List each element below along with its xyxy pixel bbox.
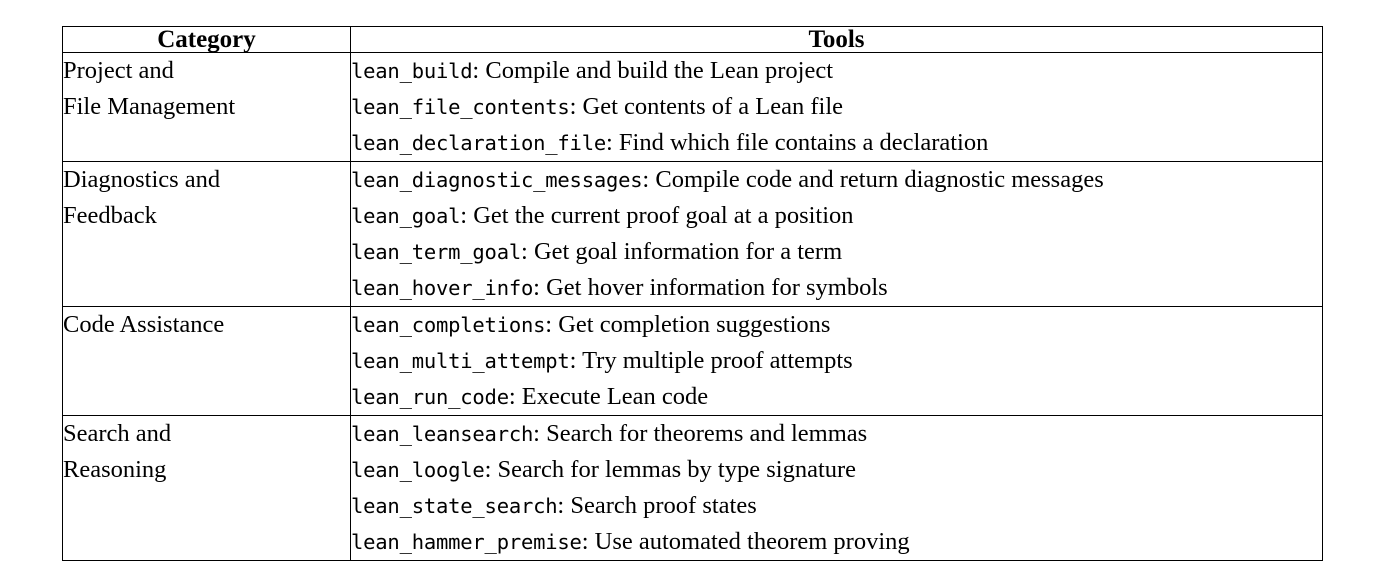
category-label: Search and [63,420,172,447]
header-row: Category Tools [62,26,1323,53]
category-label: File Management [63,93,236,120]
tool-description: Search for theorems and lemmas [546,420,868,447]
category-label: Code Assistance [63,311,225,338]
tool-separator: : [533,274,547,301]
tool-name: lean_term_goal [351,240,521,264]
tool-separator: : [557,492,571,519]
tool-description: Get contents of a Lean file [582,93,844,120]
tool-separator: : [569,93,583,120]
tool-entry: lean_state_search: Search proof states [351,488,1322,524]
tools-cell: lean_completions: Get completion suggest… [350,306,1323,416]
tool-name: lean_run_code [351,385,509,409]
tool-name: lean_goal [351,204,461,228]
tool-description: Search for lemmas by type signature [497,456,857,483]
tools-cell: lean_diagnostic_messages: Compile code a… [350,161,1323,307]
tool-name: lean_file_contents [351,95,570,119]
tool-description: Get hover information for symbols [546,274,888,301]
tool-name: lean_declaration_file [351,131,606,155]
tool-description: Get completion suggestions [558,311,831,338]
tool-description: Compile and build the Lean project [485,57,834,84]
tools-cell: lean_build: Compile and build the Lean p… [350,52,1323,162]
tool-separator: : [508,383,522,410]
tool-separator: : [569,347,583,374]
tool-description: Get goal information for a term [533,238,843,265]
tool-description: Get the current proof goal at a position [473,202,854,229]
tool-name: lean_completions [351,313,546,337]
tool-description: Find which file contains a declaration [618,129,989,156]
tool-separator: : [642,166,656,193]
tool-entry: lean_diagnostic_messages: Compile code a… [351,162,1322,198]
category-cell: Code Assistance [62,306,351,416]
tool-entry: lean_file_contents: Get contents of a Le… [351,89,1322,125]
tool-entry: lean_build: Compile and build the Lean p… [351,53,1322,89]
tool-separator: : [521,238,534,265]
category-label: Feedback [63,202,157,229]
tool-entry: lean_goal: Get the current proof goal at… [351,198,1322,234]
table-header: Category Tools [62,26,1323,53]
tool-name: lean_state_search [351,494,558,518]
tool-entry: lean_hover_info: Get hover information f… [351,270,1322,306]
tool-separator: : [472,57,486,84]
tool-separator: : [533,420,547,447]
column-header-tools: Tools [350,26,1323,53]
tool-entry: lean_completions: Get completion suggest… [351,307,1322,343]
tool-name: lean_diagnostic_messages [351,168,643,192]
tool-separator: : [605,129,619,156]
tool-entry: lean_multi_attempt: Try multiple proof a… [351,343,1322,379]
tool-separator: : [545,311,559,338]
tool-name: lean_hover_info [351,276,534,300]
tool-entry: lean_declaration_file: Find which file c… [351,125,1322,161]
tool-description: Execute Lean code [521,383,709,410]
tool-separator: : [581,528,595,555]
tool-description: Search proof states [570,492,757,519]
tool-name: lean_leansearch [351,422,534,446]
tools-cell: lean_leansearch: Search for theorems and… [350,415,1323,561]
category-label: Diagnostics and [63,166,221,193]
tool-separator: : [460,202,474,229]
tool-separator: : [484,456,498,483]
category-label: Project and [63,57,174,84]
tool-name: lean_multi_attempt [351,349,570,373]
tool-name: lean_build [351,59,473,83]
tool-name: lean_loogle [351,458,485,482]
tool-entry: lean_term_goal: Get goal information for… [351,234,1322,270]
tool-entry: lean_run_code: Execute Lean code [351,379,1322,415]
tool-entry: lean_loogle: Search for lemmas by type s… [351,452,1322,488]
tool-description: Use automated theorem proving [594,528,910,555]
column-header-category: Category [62,26,351,53]
tool-description: Try multiple proof attempts [582,347,853,374]
table-row: Code Assistance lean_completions: Get com… [62,306,1323,416]
tool-description: Compile code and return diagnostic messa… [655,166,1104,193]
tool-entry: lean_leansearch: Search for theorems and… [351,416,1322,452]
category-label: Reasoning [63,456,167,483]
tool-name: lean_hammer_premise [351,530,582,554]
tool-entry: lean_hammer_premise: Use automated theor… [351,524,1322,560]
